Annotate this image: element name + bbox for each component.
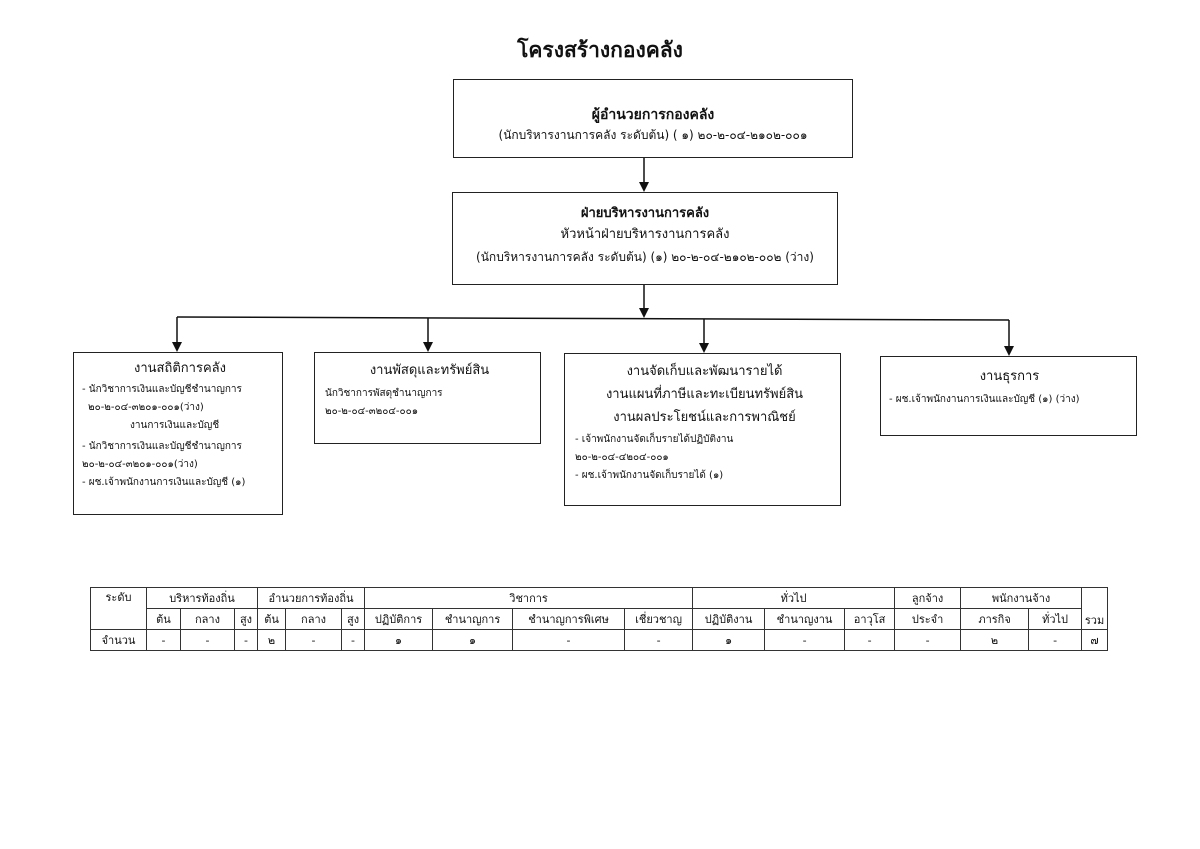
- table-cell: -: [894, 629, 962, 651]
- director-box: ผู้อำนวยการกองคลัง (นักบริหารงานการคลัง …: [453, 79, 853, 158]
- header-general: ทั่วไป: [692, 587, 896, 609]
- header-employee: ลูกจ้าง: [894, 587, 962, 609]
- unit-title: งานผลประโยชน์และการพาณิชย์: [613, 410, 796, 425]
- header-local-director: อำนวยการท้องถิ่น: [257, 587, 366, 609]
- unit-box-statistics: งานสถิติการคลัง - นักวิชาการเงินและบัญชี…: [73, 352, 283, 515]
- admin-division-box: ฝ่ายบริหารงานการคลัง หัวหน้าฝ่ายบริหารงา…: [452, 192, 838, 285]
- unit-title: งานแผนที่ภาษีและทะเบียนทรัพย์สิน: [605, 387, 804, 402]
- table-cell: -: [1028, 629, 1083, 651]
- admin-division-title: ฝ่ายบริหารงานการคลัง: [580, 206, 710, 221]
- table-cell: -: [285, 629, 343, 651]
- row-label: จำนวน: [90, 629, 147, 651]
- subheader-cell: ต้น: [257, 608, 287, 630]
- subheader-cell: ปฏิบัติการ: [364, 608, 434, 630]
- unit-line: ๒๐-๒-๐๔-๔๒๐๔-๐๐๑: [575, 452, 669, 463]
- subheader-cell: สูง: [233, 608, 259, 630]
- subheader-cell: ชำนาญงาน: [764, 608, 846, 630]
- subheader-cell: ประจำ: [894, 608, 962, 630]
- unit-line: ๒๐-๒-๐๔-๓๒๐๑-๐๐๑(ว่าง): [82, 459, 198, 470]
- unit-line: - เจ้าพนักงานจัดเก็บรายได้ปฏิบัติงาน: [575, 434, 734, 445]
- table-cell: -: [764, 629, 846, 651]
- page-title: โครงสร้างกองคลัง: [517, 38, 683, 62]
- subheader-cell: ทั่วไป: [1028, 608, 1083, 630]
- subheader-cell: เชี่ยวชาญ: [624, 608, 694, 630]
- header-academic: วิชาการ: [364, 587, 694, 609]
- table-cell: -: [233, 629, 259, 651]
- unit-title: งานสถิติการคลัง: [134, 361, 226, 376]
- header-local-admin: บริหารท้องถิ่น: [145, 587, 259, 609]
- table-cell: ๑: [432, 629, 514, 651]
- unit-title: งานธุรการ: [979, 369, 1040, 384]
- table-header-row: ระดับ บริหารท้องถิ่น อำนวยการท้องถิ่น วิ…: [90, 587, 1109, 630]
- unit-line: ๒๐-๒-๐๔-๓๒๐๑-๐๐๑(ว่าง): [88, 402, 204, 413]
- table-cell: ๑: [692, 629, 766, 651]
- subheader-cell: กลาง: [180, 608, 235, 630]
- unit-line: - นักวิชาการเงินและบัญชีชำนาญการ: [82, 441, 242, 452]
- table-cell: -: [624, 629, 694, 651]
- subheader-cell: ปฏิบัติงาน: [692, 608, 766, 630]
- table-cell: -: [844, 629, 896, 651]
- unit-box-general-affairs: งานธุรการ - ผช.เจ้าพนักงานการเงินและบัญช…: [880, 356, 1137, 436]
- subheader-cell: ภารกิจ: [960, 608, 1030, 630]
- table-cell: ๒: [960, 629, 1030, 651]
- director-title: ผู้อำนวยการกองคลัง: [591, 107, 715, 123]
- unit-box-supplies: งานพัสดุและทรัพย์สิน นักวิชาการพัสดุชำนา…: [314, 352, 541, 444]
- subheader-cell: ต้น: [146, 608, 181, 630]
- table-cell: -: [146, 629, 181, 651]
- unit-line: ๒๐-๒-๐๔-๓๒๐๔-๐๐๑: [325, 406, 419, 417]
- table-cell: -: [180, 629, 235, 651]
- unit-line: - ผช.เจ้าพนักงานจัดเก็บรายได้ (๑): [575, 470, 724, 481]
- admin-division-position: (นักบริหารงานการคลัง ระดับต้น) (๑) ๒๐-๒-…: [476, 250, 814, 264]
- subheader-cell: ชำนาญการพิเศษ: [512, 608, 626, 630]
- subheader-cell: สูง: [341, 608, 366, 630]
- subheader-cell: กลาง: [285, 608, 343, 630]
- unit-line: - ผช.เจ้าพนักงานการเงินและบัญชี (๑) (ว่า…: [889, 394, 1080, 405]
- director-position: (นักบริหารงานการคลัง ระดับต้น) ( ๑) ๒๐-๒…: [498, 128, 808, 142]
- unit-title: งานจัดเก็บและพัฒนารายได้: [626, 364, 783, 379]
- table-subheader-row: ต้น กลาง สูง ต้น กลาง สูง ปฏิบัติการ ชำน…: [91, 608, 1108, 630]
- table-cell: -: [341, 629, 366, 651]
- unit-title: งานพัสดุและทรัพย์สิน: [369, 363, 490, 378]
- table-cell: -: [512, 629, 626, 651]
- table-cell: ๗: [1081, 629, 1109, 651]
- unit-subtitle: งานการเงินและบัญชี: [130, 420, 220, 431]
- unit-line: - ผช.เจ้าพนักงานการเงินและบัญชี (๑): [82, 477, 246, 488]
- table-row: จำนวน - - - ๒ - - ๑ ๑ - - ๑ - - - ๒ - ๗: [90, 629, 1109, 651]
- branch-line: [176, 316, 1010, 321]
- header-staff: พนักงานจ้าง: [960, 587, 1083, 609]
- unit-line: - นักวิชาการเงินและบัญชีชำนาญการ: [82, 384, 242, 395]
- header-total: รวม: [1081, 587, 1109, 630]
- position-count-table: ระดับ บริหารท้องถิ่น อำนวยการท้องถิ่น วิ…: [90, 587, 1109, 651]
- subheader-cell: อาวุโส: [844, 608, 896, 630]
- table-cell: ๒: [257, 629, 287, 651]
- unit-line: นักวิชาการพัสดุชำนาญการ: [325, 388, 443, 399]
- admin-division-head: หัวหน้าฝ่ายบริหารงานการคลัง: [560, 227, 730, 242]
- unit-box-revenue: งานจัดเก็บและพัฒนารายได้ งานแผนที่ภาษีแล…: [564, 353, 841, 506]
- subheader-cell: ชำนาญการ: [432, 608, 514, 630]
- header-level: ระดับ: [90, 587, 147, 630]
- table-cell: ๑: [364, 629, 434, 651]
